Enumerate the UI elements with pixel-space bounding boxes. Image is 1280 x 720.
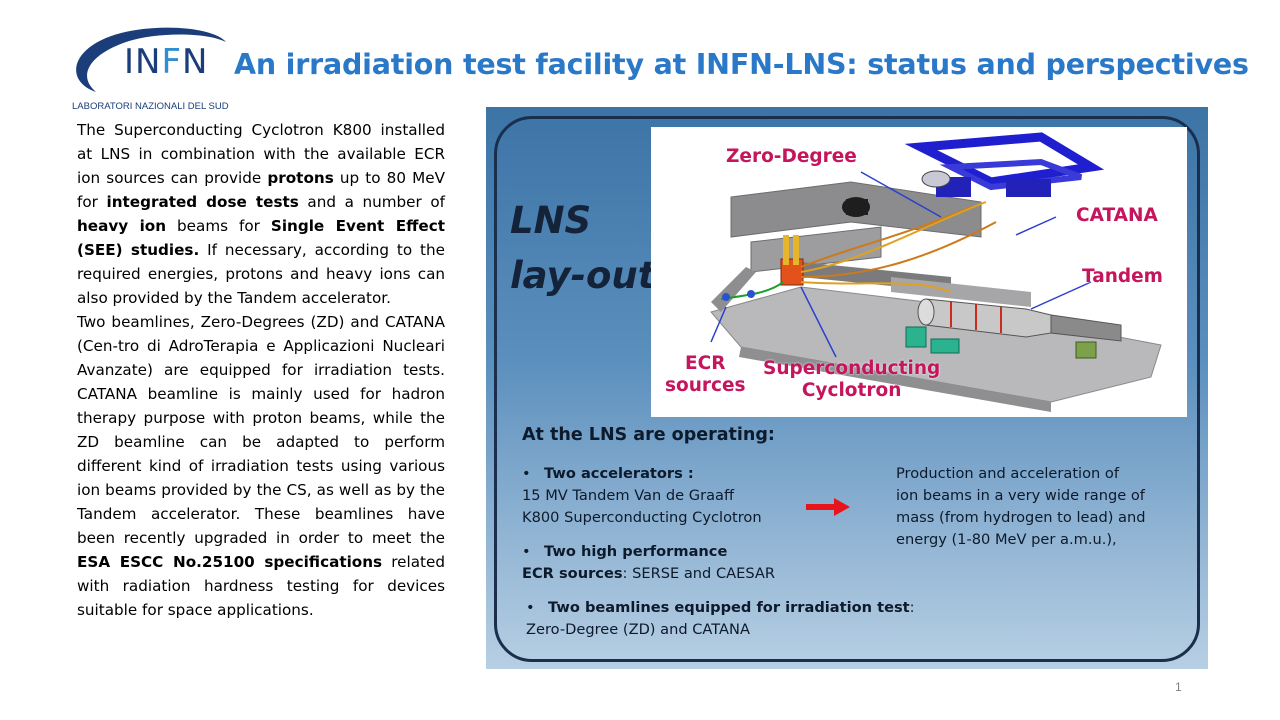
label-sc-line-1: Superconducting	[763, 358, 941, 379]
bullet-3-bold: Two beamlines equipped for irradiation t…	[548, 599, 910, 616]
right-arrow-icon	[806, 498, 850, 516]
label-ecr-line-1: ECR	[685, 353, 726, 374]
bullet-2-line-2-bold: ECR sources	[522, 565, 623, 582]
panel-frame	[494, 116, 1200, 662]
bullet-1-line-3: K800 Superconducting Cyclotron	[522, 509, 762, 526]
lns-layout-panel: LNS lay-out	[486, 107, 1208, 669]
label-tandem: Tandem	[1082, 266, 1163, 287]
paragraph-1: The Superconducting Cyclotron K800 insta…	[77, 118, 445, 310]
production-line-2: ion beams in a very wide range of	[896, 487, 1145, 504]
label-ecr-line-2: sources	[665, 375, 746, 396]
bullet-accelerators: • Two accelerators : 15 MV Tandem Van de …	[522, 463, 762, 529]
bullet-icon: •	[526, 599, 535, 616]
bullet-ecr: • Two high performance ECR sources: SERSE…	[522, 541, 775, 585]
p2-run: ESA ESCC No.25100 specifications	[77, 553, 383, 571]
p1-run: If necessary, according to the required …	[77, 241, 445, 307]
logo-subtitle: LABORATORI NAZIONALI DEL SUD	[72, 101, 229, 112]
layout-title: LNS lay-out	[510, 193, 655, 303]
bullet-3-rest: :	[909, 599, 915, 616]
p1-run: beams for	[166, 217, 271, 235]
layout-title-line-2: lay-out	[510, 254, 656, 297]
bullet-1-rest: :	[682, 465, 694, 482]
paragraph-2: Two beamlines, Zero-Degrees (ZD) and CAT…	[77, 310, 445, 622]
production-line-3: mass (from hydrogen to lead) and	[896, 509, 1146, 526]
bullet-2-line-2-rest: : SERSE and CAESAR	[622, 565, 775, 582]
p1-run: The Superconducting Cyclotron K800 insta…	[77, 121, 445, 187]
bullet-1-bold: Two accelerators	[544, 465, 683, 482]
infn-logo: INFN LABORATORI NAZIONALI DEL SUD	[66, 20, 236, 112]
label-superconducting-cyclotron: Superconducting Cyclotron	[763, 358, 940, 402]
p1-run: integrated dose tests	[106, 193, 299, 211]
p1-run: protons	[267, 169, 334, 187]
facility-diagram: Zero-Degree CATANA Tandem ECR sources Su…	[651, 127, 1187, 417]
p1-run: up to 80 MeV for	[77, 169, 445, 211]
p1-run: and a number of	[298, 193, 445, 211]
layout-title-line-1: LNS	[510, 199, 592, 242]
bullet-icon: •	[522, 465, 531, 482]
facility-drawing	[710, 132, 1162, 412]
bullet-1-line-2: 15 MV Tandem Van de Graaff	[522, 487, 735, 504]
label-ecr-sources: ECR sources	[665, 353, 746, 397]
p1-run: Single Event Effect (SEE) studies.	[77, 217, 445, 259]
logo-wordmark: INFN	[124, 42, 209, 82]
slide-title: An irradiation test facility at INFN-LNS…	[234, 48, 1249, 81]
bullet-beamlines: • Two beamlines equipped for irradiation …	[526, 597, 915, 641]
logo-swoosh-icon	[76, 27, 226, 92]
production-line-4: energy (1-80 MeV per a.m.u.),	[896, 531, 1117, 548]
label-catana: CATANA	[1076, 205, 1158, 226]
production-text: Production and acceleration of ion beams…	[896, 463, 1146, 551]
bullet-2-bold: Two high performance	[544, 543, 728, 560]
p2-run: related with radiation hardness testing …	[77, 553, 445, 619]
bullet-3-line-2: Zero-Degree (ZD) and CATANA	[526, 621, 750, 638]
p2-run: Two beamlines, Zero-Degrees (ZD) and CAT…	[77, 313, 445, 547]
label-sc-line-2: Cyclotron	[801, 380, 902, 401]
production-line-1: Production and acceleration of	[896, 465, 1119, 482]
page-number: 1	[1175, 680, 1182, 694]
p1-run: heavy ion	[77, 217, 167, 235]
label-zero-degree: Zero-Degree	[726, 146, 857, 167]
operating-title: At the LNS are operating:	[522, 425, 775, 445]
bullet-icon: •	[522, 543, 531, 560]
body-text: The Superconducting Cyclotron K800 insta…	[77, 118, 445, 622]
